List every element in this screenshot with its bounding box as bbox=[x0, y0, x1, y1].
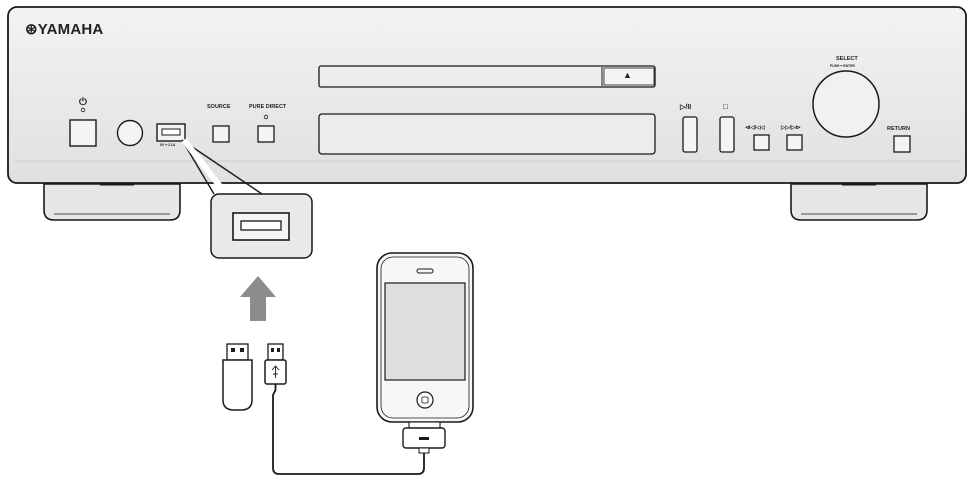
pure-direct-indicator bbox=[263, 114, 269, 120]
iphone bbox=[376, 252, 474, 423]
brand-name: YAMAHA bbox=[37, 21, 104, 38]
brand-logo: ⊛YAMAHA bbox=[25, 20, 103, 39]
usb-rating-label: 5V ━ 2.1A bbox=[160, 143, 176, 147]
yamaha-logo-mark-icon: ⊛ bbox=[25, 21, 38, 38]
usb-callout-lines bbox=[181, 138, 263, 196]
eject-button[interactable] bbox=[603, 67, 655, 86]
disc-tray bbox=[318, 65, 656, 88]
usb-cable bbox=[264, 343, 425, 475]
select-label: SELECT bbox=[836, 56, 858, 62]
play-pause-icon: ▷/II bbox=[680, 104, 692, 111]
power-icon: ⏻ bbox=[79, 97, 87, 108]
stop-button[interactable] bbox=[719, 116, 735, 153]
return-label: RETURN bbox=[887, 126, 910, 132]
return-button[interactable] bbox=[893, 135, 911, 153]
headphone-jack bbox=[116, 119, 144, 147]
skip-back-button[interactable] bbox=[753, 134, 770, 151]
select-knob[interactable] bbox=[812, 70, 880, 138]
stop-icon: □ bbox=[723, 102, 728, 111]
push-enter-label: PUSH ━ ENTER bbox=[830, 64, 855, 68]
eject-icon: ▲ bbox=[623, 70, 632, 80]
pure-direct-label: PURE DIRECT bbox=[249, 104, 287, 110]
right-foot bbox=[790, 182, 928, 221]
usb-port-zoom bbox=[210, 193, 313, 259]
usb-port[interactable] bbox=[156, 123, 186, 142]
skip-forward-icon: ▷▷/▷⧐ bbox=[781, 125, 801, 131]
source-label: SOURCE bbox=[207, 104, 231, 110]
power-indicator bbox=[80, 107, 86, 113]
source-button[interactable] bbox=[212, 125, 230, 143]
dock-connector bbox=[402, 421, 446, 454]
pure-direct-button[interactable] bbox=[257, 125, 275, 143]
power-button[interactable] bbox=[69, 119, 97, 147]
skip-forward-button[interactable] bbox=[786, 134, 803, 151]
skip-back-icon: ⧏◁/◁◁ bbox=[745, 125, 765, 131]
play-pause-button[interactable] bbox=[682, 116, 698, 153]
usb-flash-drive bbox=[222, 343, 253, 411]
up-arrow-icon bbox=[240, 276, 276, 321]
display-window bbox=[318, 113, 656, 155]
left-foot bbox=[43, 182, 181, 221]
